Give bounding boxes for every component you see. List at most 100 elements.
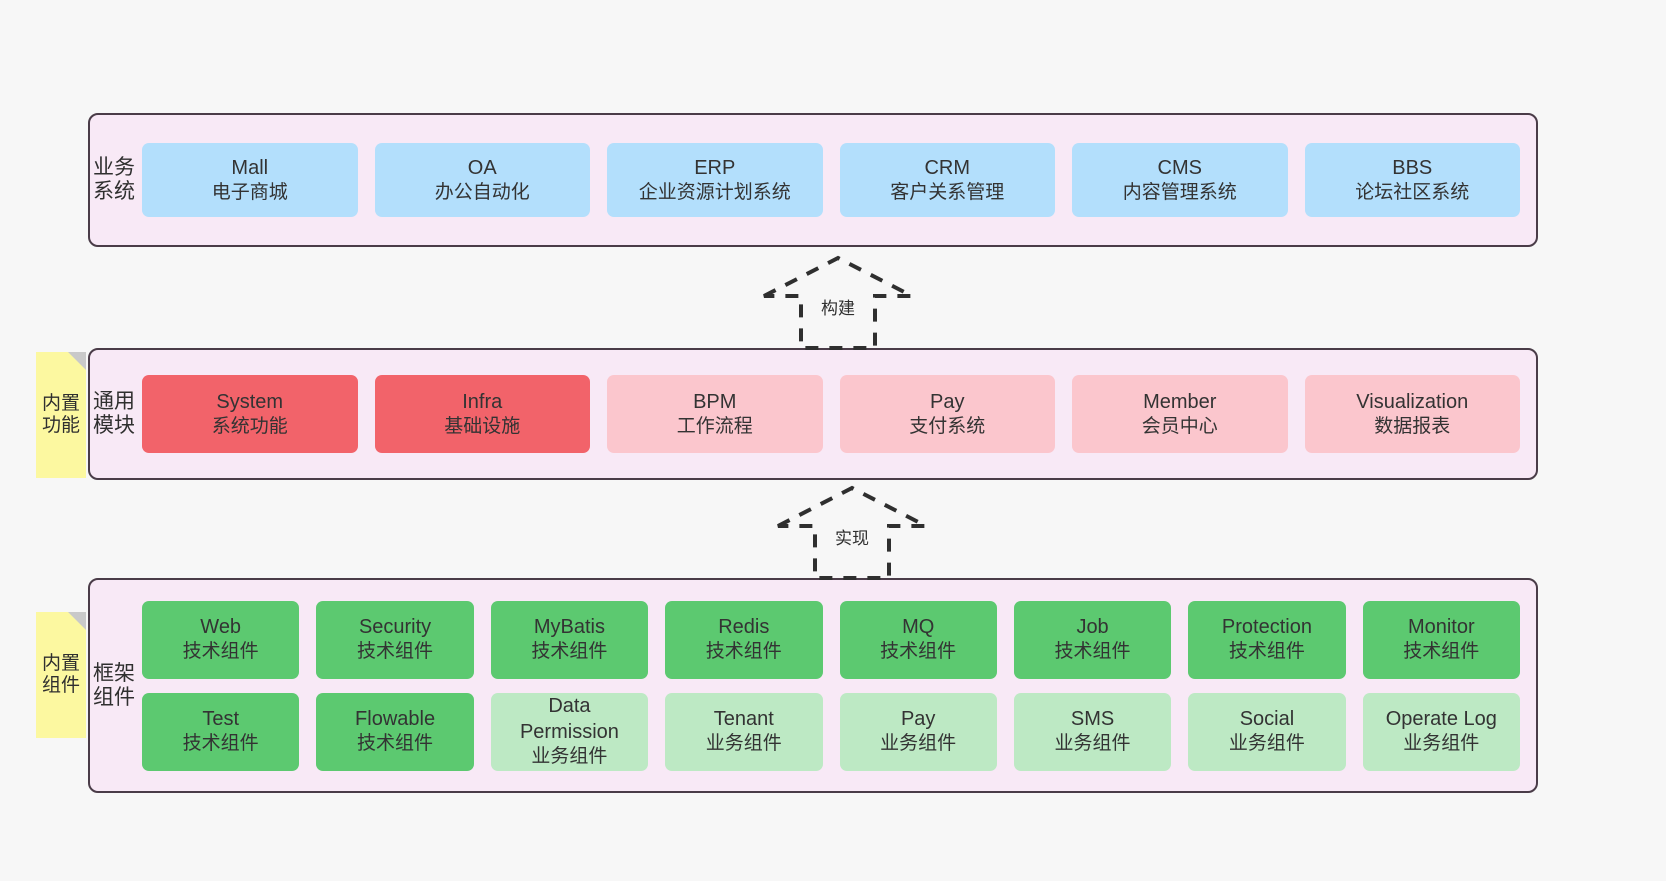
connector-build: 构建	[748, 252, 928, 352]
node-infra[interactable]: Infra 基础设施	[374, 375, 590, 453]
node-title: Tenant	[713, 708, 774, 731]
node-tenant[interactable]: Tenant 业务组件	[665, 692, 823, 771]
node-title: Mall	[231, 156, 269, 179]
node-title: Test	[202, 708, 240, 731]
node-subtitle: 技术组件	[705, 641, 782, 663]
connector-realize: 实现	[762, 482, 942, 582]
node-subtitle: 业务组件	[880, 733, 957, 755]
node-bpm[interactable]: BPM 工作流程	[607, 375, 823, 453]
node-subtitle: 技术组件	[357, 733, 434, 755]
layer-framework-component: 框架组件 Web 技术组件 Security 技术组件 MyBatis 技术组件…	[88, 578, 1538, 793]
node-title-line2: Permission	[519, 721, 619, 744]
node-title: Social	[1239, 708, 1295, 731]
node-title: Monitor	[1407, 616, 1475, 639]
node-social[interactable]: Social 业务组件	[1188, 692, 1346, 771]
node-subtitle: 业务组件	[1228, 733, 1305, 755]
layer-framework-title: 框架组件	[93, 661, 135, 709]
node-title: Protection	[1221, 616, 1312, 639]
note-label: 内置功能	[41, 392, 80, 436]
node-title: BPM	[693, 390, 737, 413]
node-mybatis[interactable]: MyBatis 技术组件	[490, 600, 649, 679]
node-title: OA	[467, 156, 497, 179]
node-title: Infra	[462, 390, 503, 413]
node-subtitle: 技术组件	[1403, 641, 1480, 663]
node-title: CMS	[1157, 156, 1202, 179]
node-system[interactable]: System 系统功能	[142, 375, 358, 453]
node-title: BBS	[1392, 156, 1433, 179]
node-pay-module[interactable]: Pay 支付系统	[839, 375, 1055, 453]
node-subtitle: 技术组件	[880, 641, 957, 663]
node-crm[interactable]: CRM 客户关系管理	[839, 143, 1055, 217]
node-erp[interactable]: ERP 企业资源计划系统	[607, 143, 823, 217]
dashed-hollow-arrow-up-icon	[763, 255, 913, 350]
common-row: System 系统功能 Infra 基础设施 BPM 工作流程 Pay 支付系统…	[142, 375, 1520, 453]
node-test[interactable]: Test 技术组件	[142, 692, 300, 771]
node-subtitle: 技术组件	[182, 641, 259, 663]
node-title: Member	[1143, 390, 1217, 413]
node-title: Operate Log	[1385, 708, 1497, 731]
layer-common-title: 通用模块	[93, 390, 135, 437]
node-subtitle: 技术组件	[1054, 641, 1131, 663]
layer-business-system: 业务系统 Mall 电子商城 OA 办公自动化 ERP 企业资源计划系统 CRM…	[88, 113, 1538, 247]
framework-tech-row: Web 技术组件 Security 技术组件 MyBatis 技术组件 Redi…	[142, 600, 1520, 679]
node-title: Flowable	[355, 708, 436, 731]
dashed-hollow-arrow-up-icon	[777, 485, 927, 580]
node-subtitle: 业务组件	[705, 733, 782, 755]
node-title: Pay	[930, 390, 965, 413]
node-title: MQ	[902, 616, 935, 639]
node-title: Security	[358, 616, 432, 639]
node-member[interactable]: Member 会员中心	[1072, 375, 1288, 453]
node-title: System	[216, 390, 284, 413]
node-visualization[interactable]: Visualization 数据报表	[1304, 375, 1520, 453]
node-subtitle: 技术组件	[182, 733, 259, 755]
node-web[interactable]: Web 技术组件	[142, 600, 300, 679]
layer-common-body: System 系统功能 Infra 基础设施 BPM 工作流程 Pay 支付系统…	[138, 350, 1536, 478]
node-subtitle: 技术组件	[357, 641, 434, 663]
node-subtitle: 数据报表	[1374, 415, 1451, 437]
layer-business-title: 业务系统	[93, 156, 135, 203]
node-subtitle: 内容管理系统	[1122, 181, 1237, 203]
node-subtitle: 系统功能	[211, 415, 288, 437]
node-data-permission[interactable]: Data Permission 业务组件	[490, 692, 649, 771]
node-title: MyBatis	[533, 616, 605, 639]
node-redis[interactable]: Redis 技术组件	[665, 600, 823, 679]
node-security[interactable]: Security 技术组件	[316, 600, 474, 679]
node-subtitle: 业务组件	[1403, 733, 1480, 755]
note-label: 内置组件	[41, 652, 80, 696]
node-cms[interactable]: CMS 内容管理系统	[1072, 143, 1288, 217]
node-subtitle: 会员中心	[1141, 415, 1218, 437]
node-title: Web	[200, 616, 242, 639]
node-subtitle: 企业资源计划系统	[638, 181, 791, 203]
node-title: Redis	[718, 616, 770, 639]
node-title: Visualization	[1356, 390, 1469, 413]
node-title: Data	[548, 695, 591, 718]
node-oa[interactable]: OA 办公自动化	[374, 143, 590, 217]
node-subtitle: 电子商城	[211, 181, 288, 203]
node-sms[interactable]: SMS 业务组件	[1013, 692, 1172, 771]
node-title: ERP	[694, 156, 736, 179]
node-title: CRM	[924, 156, 971, 179]
node-subtitle: 论坛社区系统	[1355, 181, 1470, 203]
node-mq[interactable]: MQ 技术组件	[839, 600, 997, 679]
node-title: Pay	[900, 708, 936, 731]
node-title: SMS	[1070, 708, 1115, 731]
node-job[interactable]: Job 技术组件	[1013, 600, 1172, 679]
node-monitor[interactable]: Monitor 技术组件	[1362, 600, 1520, 679]
node-subtitle: 技术组件	[531, 641, 608, 663]
node-subtitle: 技术组件	[1228, 641, 1305, 663]
node-bbs[interactable]: BBS 论坛社区系统	[1304, 143, 1520, 217]
node-pay-component[interactable]: Pay 业务组件	[839, 692, 997, 771]
note-fold-corner-icon	[68, 352, 86, 370]
framework-biz-row: Test 技术组件 Flowable 技术组件 Data Permission …	[142, 692, 1520, 771]
node-mall[interactable]: Mall 电子商城	[142, 143, 358, 217]
node-protection[interactable]: Protection 技术组件	[1188, 600, 1346, 679]
node-subtitle: 基础设施	[444, 415, 521, 437]
node-operate-log[interactable]: Operate Log 业务组件	[1362, 692, 1520, 771]
business-row: Mall 电子商城 OA 办公自动化 ERP 企业资源计划系统 CRM 客户关系…	[142, 143, 1520, 217]
layer-common-module: 通用模块 System 系统功能 Infra 基础设施 BPM 工作流程 Pay…	[88, 348, 1538, 480]
node-title: Job	[1076, 616, 1109, 639]
note-builtin-components: 内置组件	[36, 612, 86, 738]
node-subtitle: 业务组件	[1054, 733, 1131, 755]
node-subtitle: 客户关系管理	[890, 181, 1005, 203]
node-flowable[interactable]: Flowable 技术组件	[316, 692, 474, 771]
